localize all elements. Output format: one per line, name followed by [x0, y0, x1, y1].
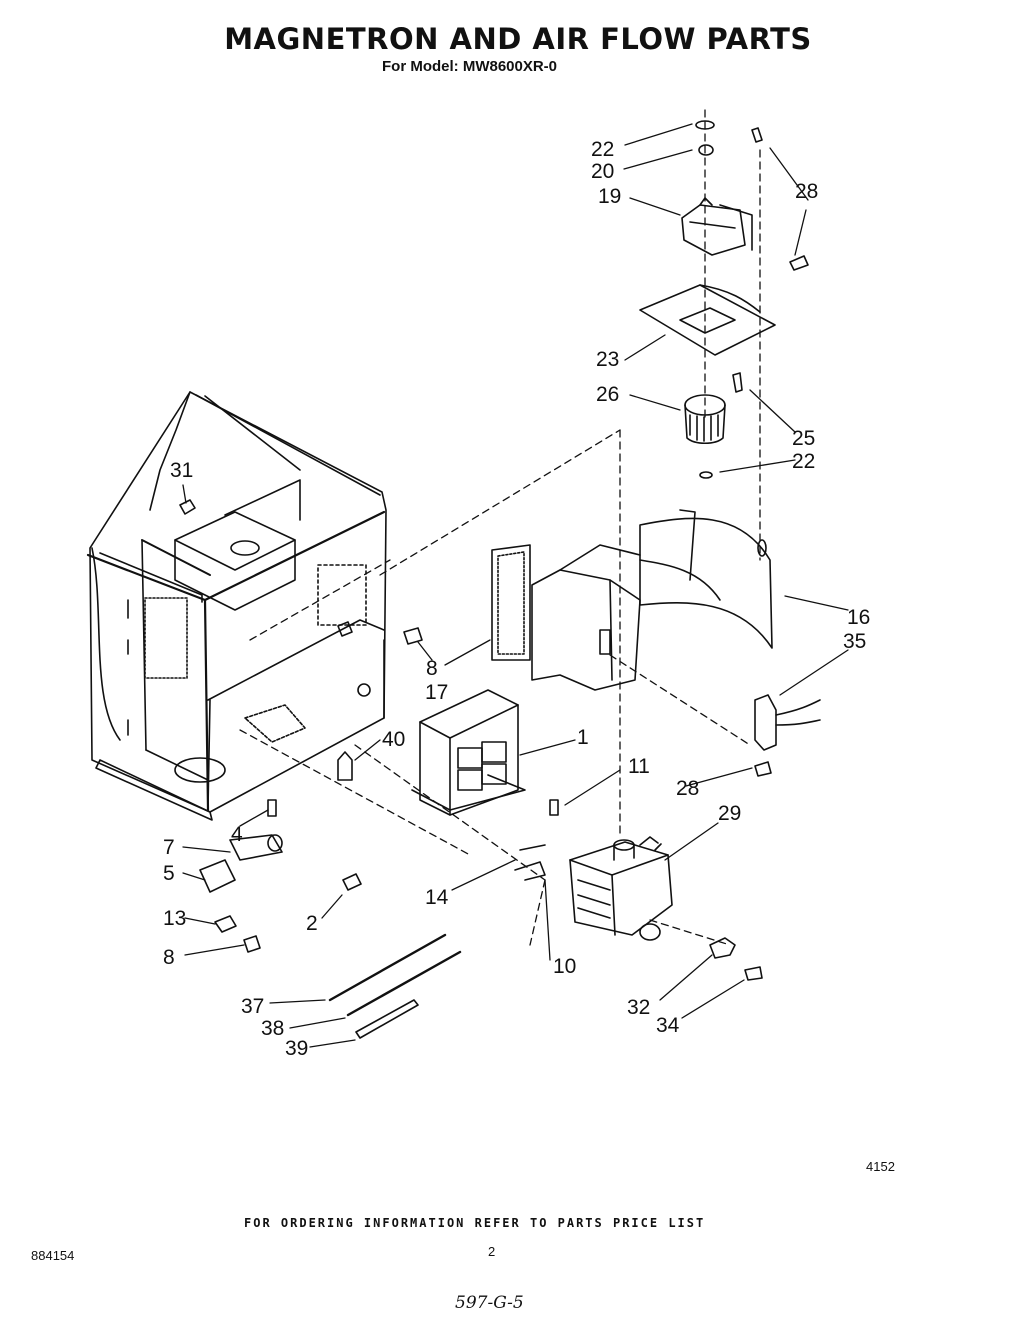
fan-blade-drawing	[684, 394, 726, 479]
callout-23: 23	[596, 348, 620, 371]
figure-number: 4152	[866, 1159, 895, 1174]
magnetron-drawing	[569, 836, 673, 941]
callout-28-lower: 28	[676, 777, 700, 800]
air-guide-drawing	[491, 544, 641, 691]
callout-17: 17	[425, 681, 449, 704]
callout-8-lower: 8	[163, 946, 175, 969]
callout-arrows	[182, 123, 849, 1048]
page-number: 2	[488, 1244, 496, 1259]
air-duct-drawing	[639, 509, 773, 649]
callout-7: 7	[163, 836, 175, 859]
callout-37: 37	[241, 995, 265, 1018]
callout-13: 13	[163, 907, 187, 930]
callout-14: 14	[425, 886, 449, 909]
callout-32: 32	[627, 996, 651, 1019]
callout-34: 34	[656, 1014, 680, 1037]
callout-22-top: 22	[591, 138, 615, 161]
small-parts-drawings	[179, 499, 821, 1039]
transformer-drawing	[411, 689, 526, 816]
callout-2: 2	[306, 912, 318, 935]
document-number: 884154	[31, 1248, 75, 1263]
callout-20: 20	[591, 160, 615, 183]
callout-16: 16	[847, 606, 871, 629]
callout-10: 10	[553, 955, 577, 978]
callout-38: 38	[261, 1017, 285, 1040]
callout-26: 26	[596, 383, 620, 406]
callout-19: 19	[598, 185, 622, 208]
leader-lines	[239, 109, 761, 946]
screw-drawings	[732, 127, 809, 981]
ordering-note: FOR ORDERING INFORMATION REFER TO PARTS …	[244, 1216, 706, 1230]
page-title: MAGNETRON AND AIR FLOW PARTS	[224, 22, 812, 56]
oven-cavity-drawing	[86, 391, 387, 821]
callout-5: 5	[163, 862, 175, 885]
callout-35: 35	[843, 630, 867, 653]
callout-29: 29	[718, 802, 742, 825]
handwritten-note: 597-G-5	[455, 1293, 524, 1313]
callout-40: 40	[382, 728, 406, 751]
callout-39: 39	[285, 1037, 309, 1060]
fan-bracket-drawing	[639, 284, 776, 356]
callout-11: 11	[628, 755, 650, 778]
callout-1: 1	[577, 726, 589, 749]
fan-motor-drawing	[681, 120, 753, 256]
callout-22-lower: 22	[792, 450, 816, 473]
callout-25: 25	[792, 427, 816, 450]
callout-4: 4	[231, 823, 243, 846]
callout-8-upper: 8	[426, 657, 438, 680]
callout-31: 31	[170, 459, 194, 482]
model-subtitle: For Model: MW8600XR-0	[382, 58, 558, 75]
callout-28-top: 28	[795, 180, 819, 203]
